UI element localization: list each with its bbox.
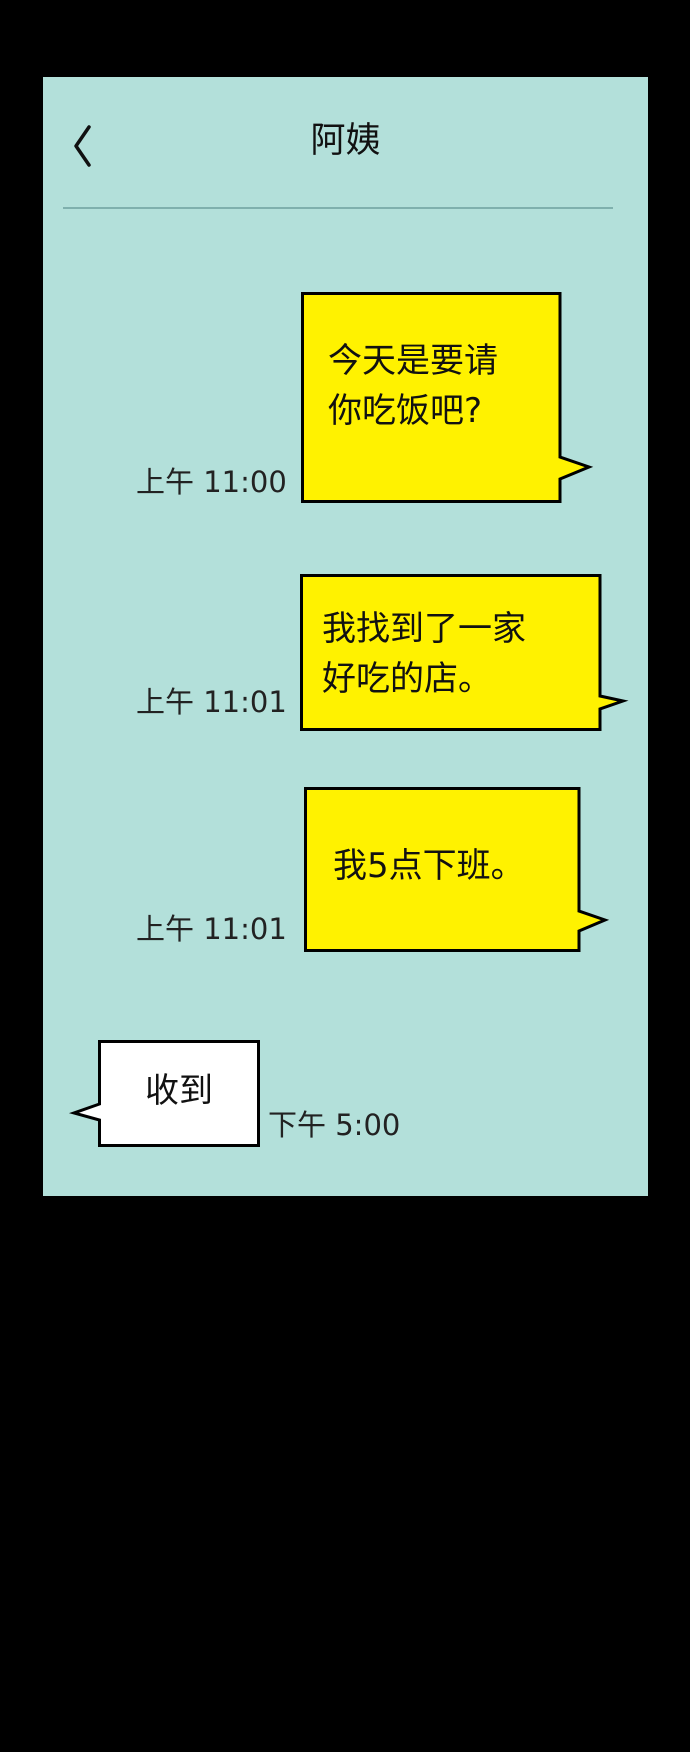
message-timestamp: 上午 11:01 bbox=[136, 685, 287, 719]
message-text-line: 我5点下班。 bbox=[333, 846, 525, 886]
page-title: 阿姨 bbox=[310, 121, 381, 161]
bubble-shape bbox=[301, 292, 594, 503]
header-divider bbox=[63, 207, 613, 209]
bubble-shape bbox=[300, 574, 629, 731]
incoming-bubble[interactable]: 收到 bbox=[68, 1040, 260, 1147]
outgoing-bubble[interactable]: 我5点下班。 bbox=[304, 787, 610, 952]
message-text-line: 今天是要请 bbox=[328, 341, 498, 381]
message-timestamp: 上午 11:01 bbox=[136, 912, 287, 946]
message-text-line: 收到 bbox=[145, 1071, 213, 1111]
chat-header: 阿姨 bbox=[43, 77, 648, 209]
back-button[interactable] bbox=[63, 121, 103, 171]
outgoing-bubble[interactable]: 我找到了一家 好吃的店。 bbox=[300, 574, 629, 732]
message-timestamp: 下午 5:00 bbox=[268, 1108, 401, 1142]
chevron-left-icon bbox=[74, 125, 91, 167]
message-text-line: 我找到了一家 bbox=[322, 609, 526, 649]
bubble-shape bbox=[68, 1040, 260, 1147]
bubble-shape bbox=[304, 787, 610, 952]
message-text-line: 你吃饭吧? bbox=[328, 391, 483, 431]
outgoing-bubble[interactable]: 今天是要请 你吃饭吧? bbox=[301, 292, 594, 503]
message-timestamp: 上午 11:00 bbox=[136, 465, 287, 499]
message-text-line: 好吃的店。 bbox=[322, 659, 492, 699]
chat-screen: 阿姨 今天是要请 你吃饭吧? 上午 11:00 我找到了一家 好吃的店。 上午 … bbox=[43, 77, 648, 1196]
